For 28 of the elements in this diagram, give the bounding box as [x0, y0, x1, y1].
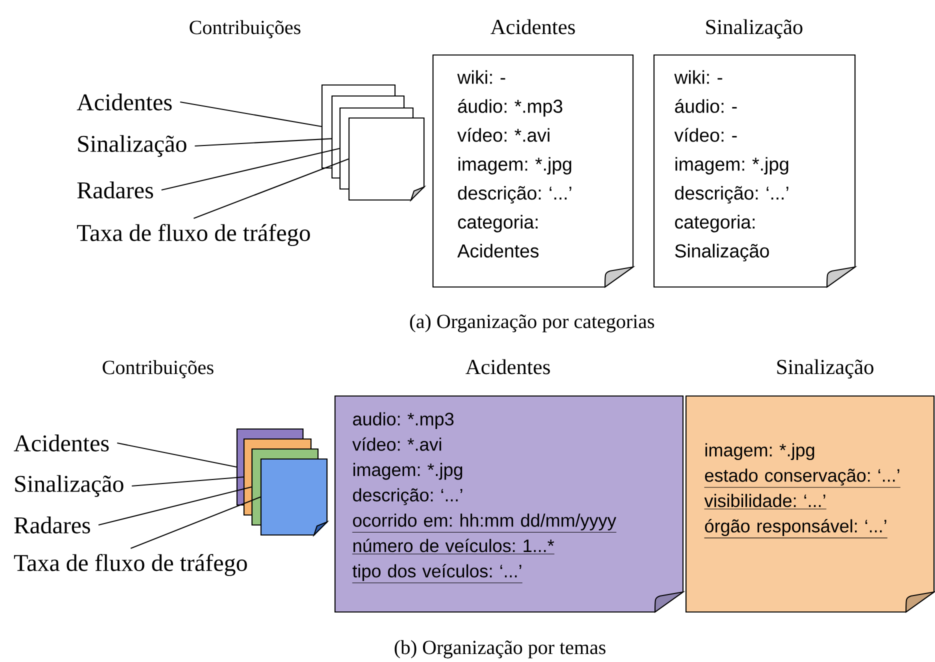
contribution-label: Sinalização	[78, 135, 186, 157]
node-label: Sinalização	[777, 359, 874, 379]
leader-line	[194, 158, 349, 219]
contribution-label: Radares	[77, 182, 154, 198]
leader-line	[194, 138, 332, 147]
column-heading: Contribuições	[102, 360, 214, 378]
note-card: Sinalização imagem: *.jpg estado conservação: ‘...’ visibilidade: ‘...’ órgão responsável: ‘...’	[685, 359, 935, 613]
column-heading: Contribuições	[190, 20, 300, 38]
figure-caption: (a) Organização por categorias	[410, 314, 654, 332]
leader-line	[180, 101, 322, 128]
contribution-label: Taxa de fluxo de tráfego	[14, 554, 247, 576]
leader-line	[130, 496, 261, 549]
note-card: Sinalização wiki: - áudio: - vídeo: - imagem: *.jpg descrição: ‘...’ categoria: Sinalização	[653, 19, 856, 288]
leader-line	[98, 486, 252, 526]
leader-line	[117, 442, 237, 468]
contribution-label: Radares	[14, 516, 90, 534]
contribution-label: Sinalização	[15, 475, 124, 497]
leader-line	[132, 476, 244, 487]
contribution-label: Acidentes	[76, 94, 172, 110]
node-label: Acidentes	[466, 359, 550, 374]
contribution-label: Taxa de fluxo de tráfego	[77, 224, 310, 246]
leader-line	[161, 148, 340, 191]
contribution-label: Acidentes	[14, 434, 109, 452]
node-label: Sinalização	[706, 19, 802, 39]
node-label: Acidentes	[490, 19, 575, 34]
note-card: Acidentes audio: *.mp3 vídeo: *.avi imagem: *.jpg descrição: ‘...’ ocorrido em: hh:mm dd/mm/yyyy número de veículos: 1...* tipo dos veículos: ‘...’	[334, 359, 684, 613]
note-card: Acidentes wiki: - áudio: *.mp3 vídeo: *.avi imagem: *.jpg descrição: ‘...’ categoria: Acidentes	[432, 19, 634, 288]
figure-caption: (b) Organização por temas	[394, 640, 606, 658]
